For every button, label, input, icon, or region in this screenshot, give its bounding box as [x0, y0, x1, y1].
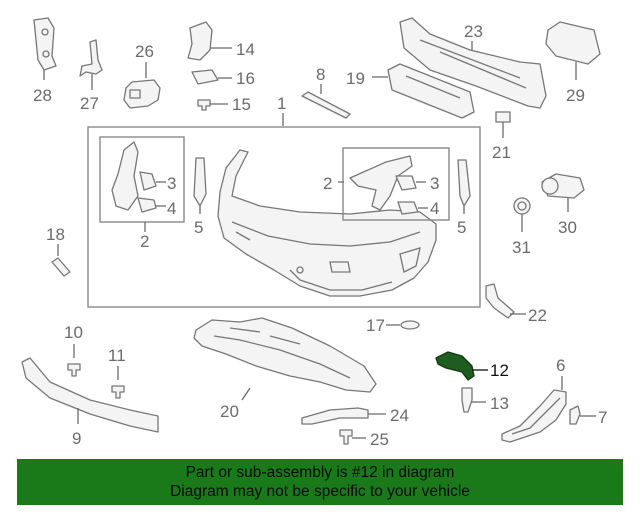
callout-31: 31: [512, 238, 531, 257]
callout-8: 8: [316, 65, 325, 84]
callout-13: 13: [490, 394, 509, 413]
part-31-ring[interactable]: [513, 197, 531, 232]
callout-4-right: 4: [430, 199, 439, 218]
left-bracket-box: [99, 136, 185, 223]
part-5-left-trim[interactable]: [193, 157, 207, 214]
part-24-strip[interactable]: [301, 407, 386, 425]
callout-26: 26: [135, 42, 154, 61]
part-27-bracket[interactable]: [79, 39, 103, 90]
callout-9: 9: [72, 429, 81, 448]
part-6-side-trim[interactable]: [501, 376, 567, 443]
callout-22: 22: [528, 306, 547, 325]
callout-5-right: 5: [457, 218, 466, 237]
callout-12: 12: [490, 361, 509, 380]
callout-17: 17: [366, 316, 385, 335]
callout-14: 14: [236, 40, 255, 59]
callout-10: 10: [64, 323, 83, 342]
callout-18: 18: [46, 225, 65, 244]
callout-29: 29: [566, 86, 585, 105]
parts-diagram: 28 27 26 14 16 15 8 23: [21, 17, 607, 449]
part-8-strip[interactable]: [301, 84, 351, 119]
bumper-assembly-box: [87, 126, 481, 308]
part-29-module[interactable]: [545, 21, 601, 80]
callout-2-left: 2: [140, 232, 149, 251]
callout-15: 15: [232, 95, 251, 114]
part-9-lower-strip[interactable]: [21, 357, 159, 433]
banner-line-1: Part or sub-assembly is #12 in diagram: [185, 464, 455, 481]
part-21-clip[interactable]: [495, 111, 511, 138]
part-12-highlighted[interactable]: [435, 351, 488, 381]
part-20-undercover[interactable]: [193, 317, 377, 401]
part-17-clip[interactable]: [386, 320, 420, 330]
banner-line-2: Diagram may not be specific to your vehi…: [170, 483, 470, 500]
part-18-clip[interactable]: [51, 244, 71, 277]
part-2-right-bracket[interactable]: [338, 155, 428, 215]
part-1-bumper-cover[interactable]: [217, 149, 437, 297]
part-16-pad[interactable]: [191, 69, 232, 85]
callout-16: 16: [236, 69, 255, 88]
part-11-clip[interactable]: [111, 366, 125, 399]
callout-4-left: 4: [167, 199, 176, 218]
callout-3-right: 3: [430, 174, 439, 193]
part-7-clip[interactable]: [569, 405, 596, 425]
part-22-bracket[interactable]: [485, 283, 526, 319]
part-15-clip[interactable]: [197, 99, 228, 111]
part-2-left-bracket[interactable]: [111, 141, 166, 232]
callout-6: 6: [556, 356, 565, 375]
callout-1: 1: [277, 94, 286, 113]
part-30-sensor[interactable]: [541, 173, 585, 212]
part-23-reinforcement[interactable]: [399, 17, 547, 109]
part-5-right-trim[interactable]: [457, 159, 471, 214]
callout-28: 28: [33, 86, 52, 105]
part-13-retainer[interactable]: [461, 387, 486, 413]
callout-24: 24: [390, 406, 409, 425]
part-25-clip[interactable]: [339, 429, 366, 445]
callout-7: 7: [598, 408, 607, 427]
callout-25: 25: [370, 430, 389, 449]
callout-2-right: 2: [323, 174, 332, 193]
callout-3-left: 3: [167, 174, 176, 193]
callout-30: 30: [558, 218, 577, 237]
callout-23: 23: [464, 22, 483, 41]
callout-20: 20: [220, 402, 239, 421]
callout-21: 21: [492, 143, 511, 162]
part-19-absorber[interactable]: [372, 63, 475, 119]
part-26-connector[interactable]: [123, 62, 161, 109]
right-bracket-box: [342, 147, 450, 221]
info-banner: Part or sub-assembly is #12 in diagram D…: [17, 459, 623, 505]
callout-5-left: 5: [194, 218, 203, 237]
part-28-bracket[interactable]: [33, 17, 57, 80]
part-10-clip[interactable]: [67, 344, 81, 377]
callout-19: 19: [346, 69, 365, 88]
callout-27: 27: [80, 94, 99, 113]
callout-11: 11: [108, 346, 126, 365]
part-14-bracket[interactable]: [187, 21, 232, 61]
